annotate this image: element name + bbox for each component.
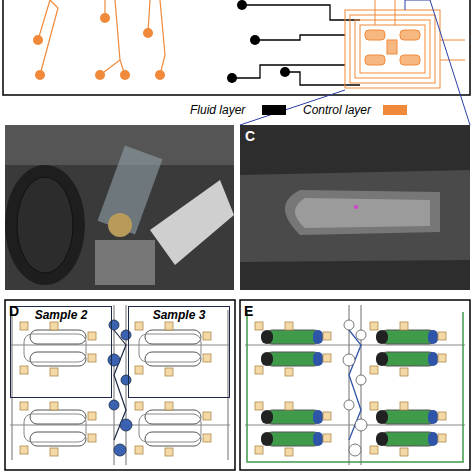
legend-text: Control layer xyxy=(303,103,371,117)
sample-heading: Sample 3 xyxy=(129,308,229,322)
panel-letter: D xyxy=(9,303,19,319)
sample-heading: Sample 2 xyxy=(11,308,111,322)
legend-text: Fluid layer xyxy=(190,103,245,117)
sample-box: Sample 2 xyxy=(10,306,112,398)
panel-letter: C xyxy=(245,128,255,144)
legend-swatch xyxy=(262,105,286,115)
sample-box: Sample 3 xyxy=(128,306,230,398)
legend-swatch xyxy=(383,105,407,115)
panel-letter: E xyxy=(244,303,253,319)
